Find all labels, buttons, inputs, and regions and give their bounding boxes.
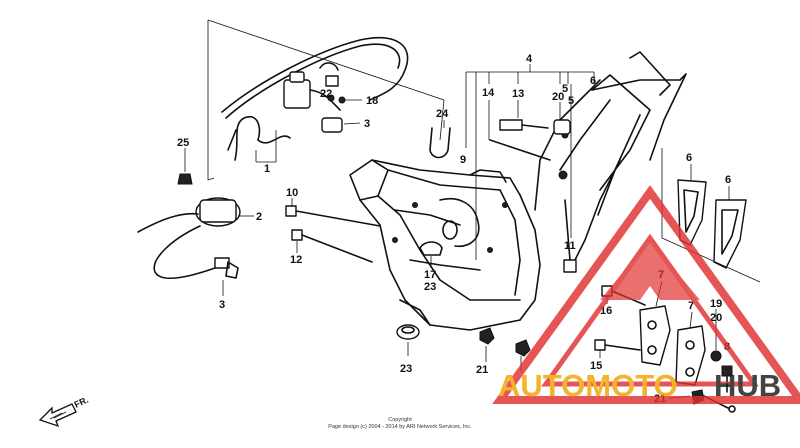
collar-20: [553, 119, 571, 135]
clip-17: [419, 241, 443, 256]
ignition-group-outline: [207, 19, 445, 181]
grommet-23: [396, 324, 420, 356]
bolt-13: [499, 119, 549, 131]
bolt-14: [488, 100, 551, 161]
callout-6-top: 6: [590, 75, 596, 87]
callout-14: 14: [482, 87, 495, 99]
callout-21-left: 21: [476, 364, 488, 376]
bolt-15: [594, 339, 641, 351]
callout-7-b: 7: [688, 300, 694, 312]
nut-21-mid: [515, 339, 531, 357]
callout-18: 18: [366, 95, 378, 107]
callout-10: 10: [286, 187, 298, 199]
callout-15: 15: [590, 360, 602, 372]
callout-1: 1: [264, 163, 270, 175]
callout-2: 2: [256, 211, 262, 223]
bracket-7a: [639, 305, 671, 366]
callout-3-top: 3: [364, 118, 370, 130]
plate-group-outline: [661, 148, 761, 283]
ignition-coil: [137, 197, 241, 280]
washer-19: [710, 350, 722, 362]
callout-24: 24: [436, 108, 449, 120]
main-frame: [349, 159, 541, 331]
callout-11: 11: [564, 240, 576, 252]
callout-12: 12: [290, 254, 302, 266]
callout-4: 4: [526, 53, 533, 65]
callout-20-top: 20: [552, 91, 564, 103]
group-bracket-4: [466, 71, 595, 260]
callout-6-plate-a: 6: [686, 152, 692, 164]
callout-19: 19: [710, 298, 722, 310]
wire-harness: [221, 36, 409, 161]
automotohub-watermark: AUTOMOTO HUB: [492, 185, 800, 404]
callout-13: 13: [512, 88, 524, 100]
bracket-7b: [675, 325, 706, 386]
copyright-line-1: Copyright: [388, 417, 412, 423]
front-direction-arrow: FR.: [38, 395, 90, 428]
front-direction-label: FR.: [73, 395, 90, 410]
side-plate-6b: [713, 186, 747, 269]
watermark-text-dark: HUB: [714, 368, 781, 403]
bolt-25: [177, 148, 193, 185]
callout-17: 17: [424, 269, 436, 281]
sub-frame: [534, 51, 687, 261]
callout-23-upper: 23: [424, 281, 436, 293]
long-bolt-12: [291, 229, 373, 263]
callout-9: 9: [460, 154, 466, 166]
nut-21-left: [479, 327, 495, 362]
watermark-text-orange: AUTOMOTO: [498, 368, 678, 403]
long-bolt-10: [285, 205, 381, 227]
callout-5-a: 5: [562, 83, 568, 95]
copyright-line-2: Page design (c) 2004 - 2014 by ARI Netwo…: [328, 424, 472, 430]
callout-3-bottom: 3: [219, 299, 225, 311]
callout-25: 25: [177, 137, 189, 149]
callout-23-lower: 23: [400, 363, 412, 375]
bolt-11: [563, 199, 577, 273]
copyright-notice: Copyright Page design (c) 2004 - 2014 by…: [328, 417, 472, 430]
callout-6-plate-b: 6: [725, 174, 731, 186]
rubber-strap-24: [429, 120, 451, 159]
callout-5-b: 5: [568, 95, 574, 107]
callout-20-bottom: 20: [710, 312, 722, 324]
callout-22: 22: [320, 88, 332, 100]
